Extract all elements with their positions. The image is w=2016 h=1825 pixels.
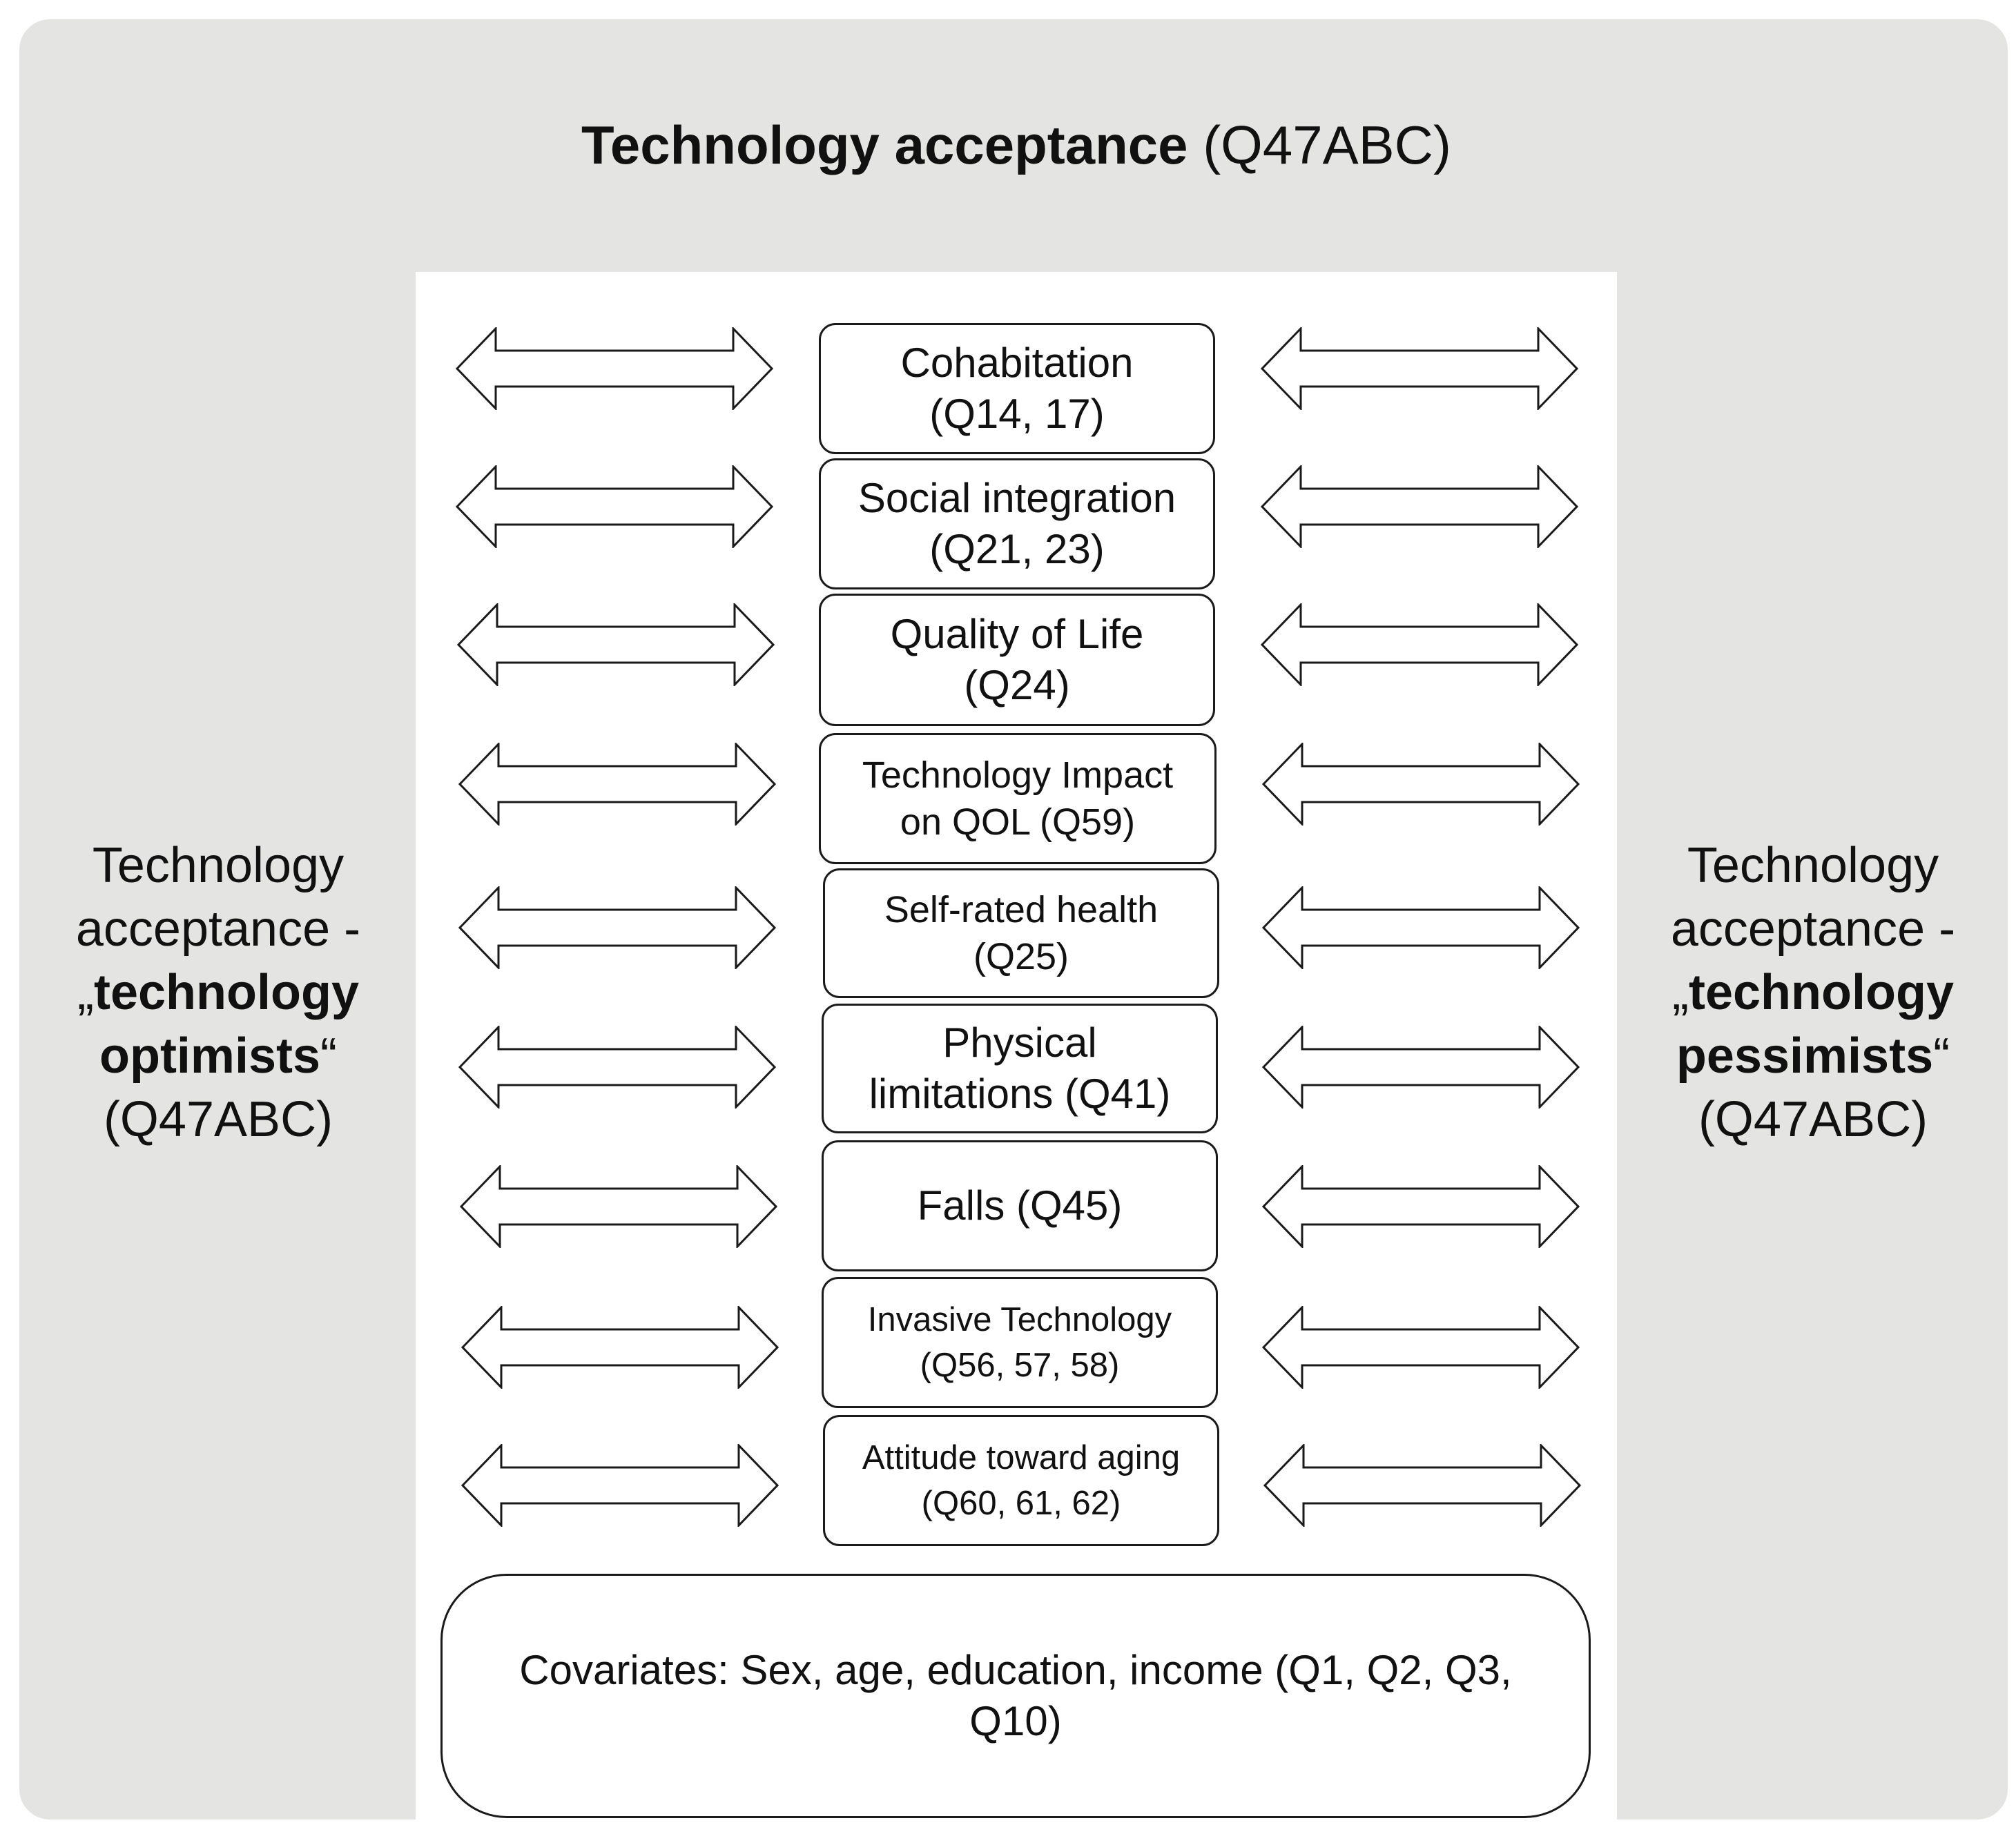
optimists-label: Technology acceptance - „technology opti…: [25, 834, 411, 1151]
factor-label: Social integration: [857, 475, 1176, 521]
factor-label: Falls (Q45): [917, 1182, 1123, 1229]
double-arrow-right: [1261, 603, 1578, 686]
title-rest: (Q47ABC): [1188, 115, 1451, 175]
factor-label: on QOL (Q59): [900, 801, 1136, 843]
factor-label: (Q21, 23): [929, 526, 1105, 572]
double-arrow-right: [1262, 743, 1580, 826]
double-arrow-left: [460, 1165, 777, 1248]
optimists-quote-close: “: [320, 1028, 337, 1084]
double-arrow-left: [458, 886, 776, 969]
factor-label: (Q60, 61, 62): [921, 1485, 1121, 1522]
double-arrow-left: [456, 327, 773, 410]
factor-invasive-technology: Invasive Technology (Q56, 57, 58): [822, 1277, 1218, 1408]
pessimists-line5: (Q47ABC): [1698, 1092, 1928, 1147]
double-arrow-left: [461, 1306, 779, 1389]
factor-technology-impact: Technology Impact on QOL (Q59): [819, 733, 1217, 864]
pessimists-line2: acceptance -: [1670, 901, 1956, 957]
factor-label: Quality of Life: [890, 611, 1144, 657]
title-bold: Technology acceptance: [581, 115, 1188, 175]
factor-label: Invasive Technology: [867, 1301, 1172, 1338]
optimists-line4: optimists“: [25, 1024, 411, 1088]
factor-physical-limitations: Physical limitations (Q41): [822, 1004, 1218, 1133]
covariates-box: Covariates: Sex, age, education, income …: [440, 1574, 1591, 1818]
double-arrow-right: [1263, 1444, 1581, 1527]
factor-label: Attitude toward aging: [862, 1439, 1181, 1476]
covariates-line2: Q10): [969, 1698, 1062, 1744]
factor-falls: Falls (Q45): [822, 1140, 1218, 1271]
factor-label: (Q25): [973, 936, 1069, 977]
factor-label: Physical: [942, 1019, 1097, 1066]
optimists-bold2: optimists: [99, 1028, 321, 1084]
double-arrow-left: [458, 1026, 776, 1109]
factor-label: (Q14, 17): [929, 391, 1105, 437]
double-arrow-right: [1261, 327, 1578, 410]
factor-label: Self-rated health: [884, 889, 1159, 930]
pessimists-bold2: pessimists: [1676, 1028, 1934, 1084]
double-arrow-right: [1262, 886, 1580, 969]
factor-attitude-toward-aging: Attitude toward aging (Q60, 61, 62): [823, 1415, 1219, 1546]
optimists-line2: acceptance -: [75, 901, 361, 957]
pessimists-line4: pessimists“: [1620, 1024, 2006, 1088]
factor-label: (Q56, 57, 58): [920, 1347, 1120, 1384]
double-arrow-right: [1262, 1165, 1580, 1248]
pessimists-line1: Technology: [1687, 838, 1939, 893]
pessimists-quote-close: “: [1933, 1028, 1950, 1084]
pessimists-quote-open: „: [1672, 965, 1689, 1020]
double-arrow-right: [1262, 1026, 1580, 1109]
double-arrow-right: [1262, 1306, 1580, 1389]
optimists-bold1: technology: [93, 965, 359, 1020]
factor-quality-of-life: Quality of Life (Q24): [819, 594, 1215, 726]
optimists-quote-open: „: [77, 965, 94, 1020]
factor-label: Technology Impact: [862, 754, 1174, 796]
factor-social-integration: Social integration (Q21, 23): [819, 458, 1215, 589]
double-arrow-left: [461, 1444, 779, 1527]
factor-label: limitations (Q41): [869, 1071, 1171, 1117]
covariates-line1: Covariates: Sex, age, education, income …: [519, 1647, 1512, 1693]
double-arrow-left: [456, 465, 773, 548]
diagram-title: Technology acceptance (Q47ABC): [416, 110, 1617, 179]
pessimists-label: Technology acceptance - „technology pess…: [1620, 834, 2006, 1151]
pessimists-line3: „technology: [1620, 961, 2006, 1024]
factor-cohabitation: Cohabitation (Q14, 17): [819, 323, 1215, 454]
double-arrow-left: [457, 603, 775, 686]
pessimists-bold1: technology: [1688, 965, 1954, 1020]
optimists-line1: Technology: [92, 838, 345, 893]
double-arrow-right: [1261, 465, 1578, 548]
optimists-line3: „technology: [25, 961, 411, 1024]
factor-label: (Q24): [964, 662, 1070, 708]
optimists-line5: (Q47ABC): [103, 1092, 333, 1147]
factor-label: Cohabitation: [900, 340, 1134, 386]
factor-self-rated-health: Self-rated health (Q25): [823, 868, 1219, 998]
double-arrow-left: [458, 743, 776, 826]
